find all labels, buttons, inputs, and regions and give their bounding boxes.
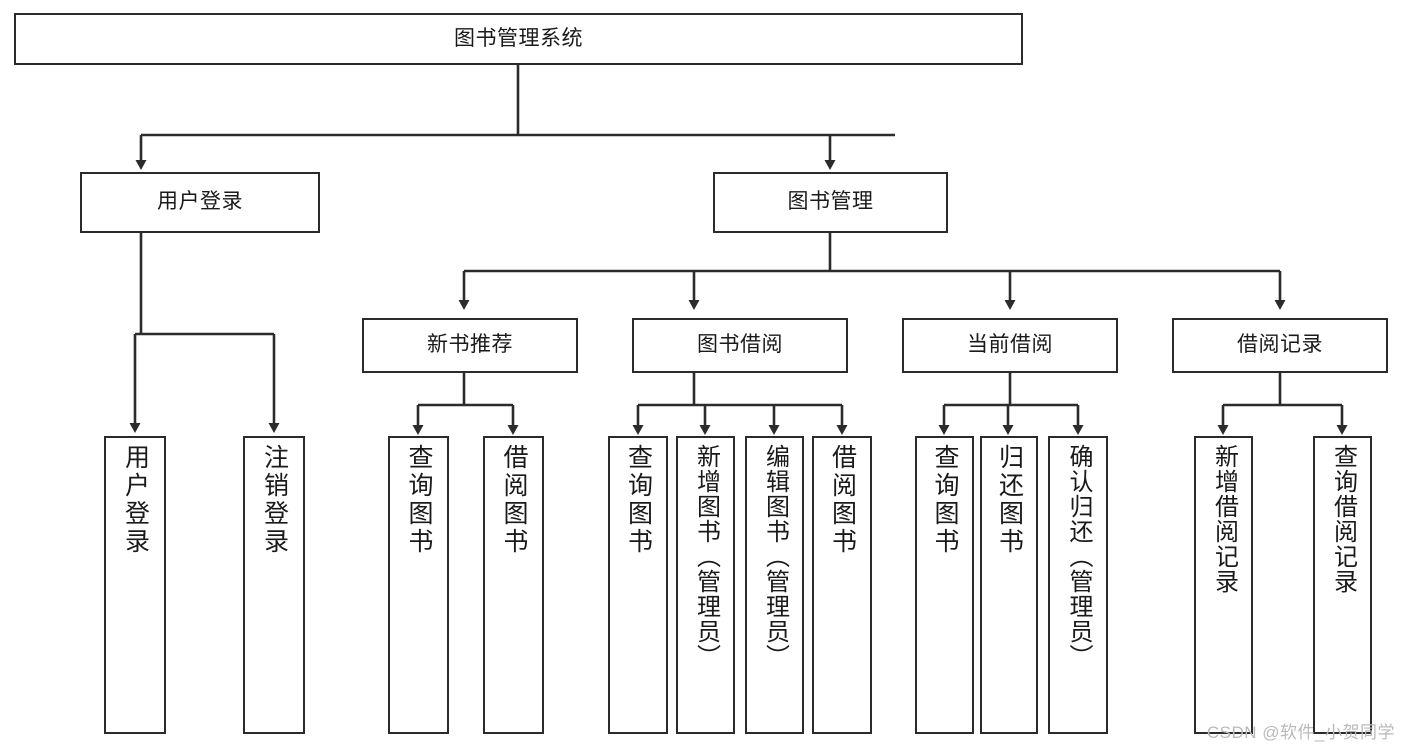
leaf-query-book-recommend[interactable]: 查询图书 [388, 436, 449, 734]
node-current-borrow[interactable]: 当前借阅 [902, 318, 1118, 373]
leaf-confirm-return-admin[interactable]: 确认归还（管理员） [1048, 436, 1108, 734]
leaf-query-book-current[interactable]: 查询图书 [915, 436, 974, 734]
node-label: 图书借阅 [697, 333, 783, 357]
node-label: 图书管理 [787, 190, 874, 214]
node-label: 查询图书 [624, 444, 653, 556]
node-book-management[interactable]: 图书管理 [713, 172, 948, 233]
node-label: 新书推荐 [427, 333, 513, 357]
node-root-system[interactable]: 图书管理系统 [14, 13, 1023, 65]
leaf-borrow-book[interactable]: 借阅图书 [812, 436, 872, 734]
leaf-edit-book-admin[interactable]: 编辑图书（管理员） [745, 436, 804, 734]
node-new-book-recommend[interactable]: 新书推荐 [362, 318, 578, 373]
node-label: 查询借阅记录 [1329, 444, 1357, 594]
leaf-return-book[interactable]: 归还图书 [980, 436, 1038, 734]
leaf-logout-login[interactable]: 注销登录 [243, 436, 305, 734]
node-label: 借阅图书 [828, 444, 857, 556]
node-label: 用户登录 [121, 444, 150, 556]
node-label: 归还图书 [995, 444, 1024, 556]
node-label: 当前借阅 [967, 333, 1053, 357]
csdn-watermark: CSDN @软件_小贺同学 [1206, 723, 1395, 742]
leaf-borrow-book-recommend[interactable]: 借阅图书 [483, 436, 544, 734]
node-label: 编辑图书（管理员） [761, 444, 789, 669]
node-label: 图书管理系统 [454, 26, 583, 50]
node-book-borrow[interactable]: 图书借阅 [632, 318, 848, 373]
node-label: 借阅记录 [1237, 333, 1323, 357]
node-label: 新增图书（管理员） [692, 444, 720, 669]
node-label: 查询图书 [405, 444, 433, 556]
leaf-add-book-admin[interactable]: 新增图书（管理员） [676, 436, 735, 734]
node-label: 用户登录 [157, 190, 243, 214]
leaf-add-borrow-record[interactable]: 新增借阅记录 [1194, 436, 1253, 734]
node-label: 查询图书 [931, 444, 959, 556]
node-label: 借阅图书 [500, 444, 528, 556]
leaf-query-book-borrow[interactable]: 查询图书 [608, 436, 668, 734]
leaf-user-login[interactable]: 用户登录 [104, 436, 166, 734]
node-label: 确认归还（管理员） [1065, 444, 1092, 669]
leaf-query-borrow-record[interactable]: 查询借阅记录 [1313, 436, 1372, 734]
node-borrow-record[interactable]: 借阅记录 [1172, 318, 1388, 373]
node-label: 注销登录 [260, 444, 289, 556]
node-label: 新增借阅记录 [1210, 444, 1238, 594]
node-user-login[interactable]: 用户登录 [80, 172, 320, 233]
